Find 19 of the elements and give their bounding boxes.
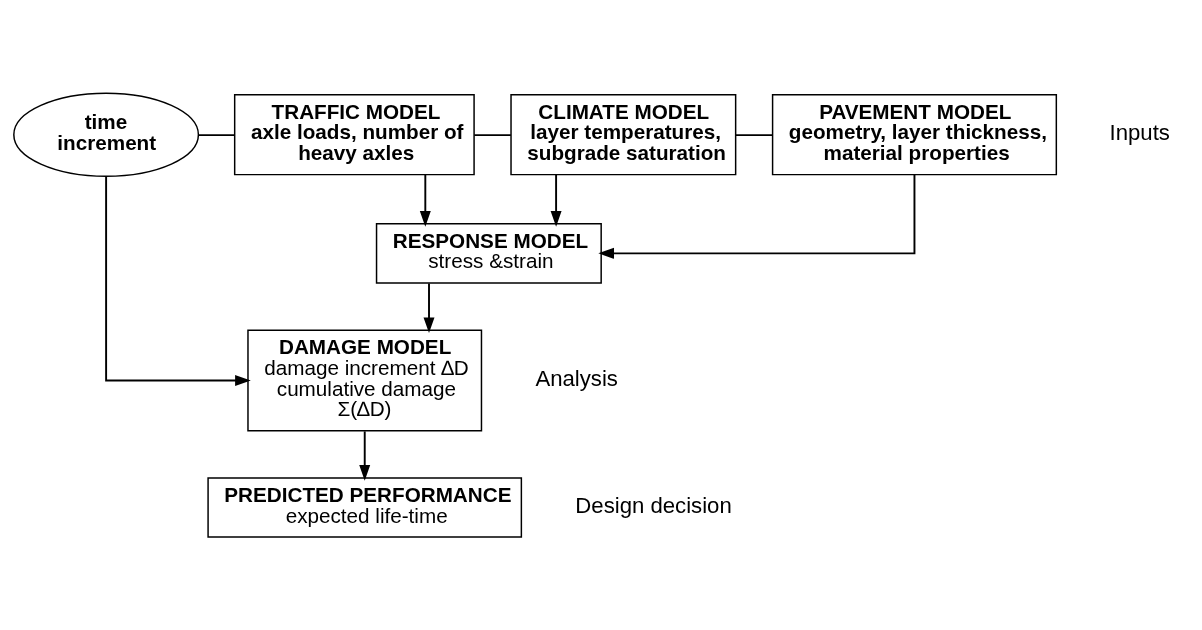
arrow bbox=[105, 176, 251, 386]
label: Analysis bbox=[535, 365, 618, 391]
node-box: PAVEMENT MODEL geometry, layer thickness, material properties bbox=[771, 94, 1058, 176]
node-box: DAMAGE MODEL damage increment ∆D cumulative damage Σ(∆D) bbox=[247, 329, 483, 432]
label: Design decision bbox=[575, 492, 732, 518]
label: Inputs bbox=[1109, 119, 1170, 145]
node-box: RESPONSE MODEL stress &strain bbox=[375, 223, 602, 284]
arrow bbox=[419, 173, 431, 227]
connector bbox=[734, 134, 774, 137]
arrow bbox=[598, 173, 916, 259]
arrow bbox=[423, 282, 435, 334]
node-box: TRAFFIC MODEL axle loads, number of heavy axles bbox=[233, 94, 475, 176]
node-box: CLIMATE MODEL layer temperatures, subgrade saturation bbox=[510, 94, 737, 176]
connector bbox=[197, 134, 236, 137]
connector bbox=[473, 134, 512, 137]
arrow bbox=[359, 430, 371, 481]
node-ellipse: time increment bbox=[13, 92, 200, 177]
arrow bbox=[550, 173, 562, 227]
node-box: PREDICTED PERFORMANCE expected life-time bbox=[207, 477, 523, 538]
